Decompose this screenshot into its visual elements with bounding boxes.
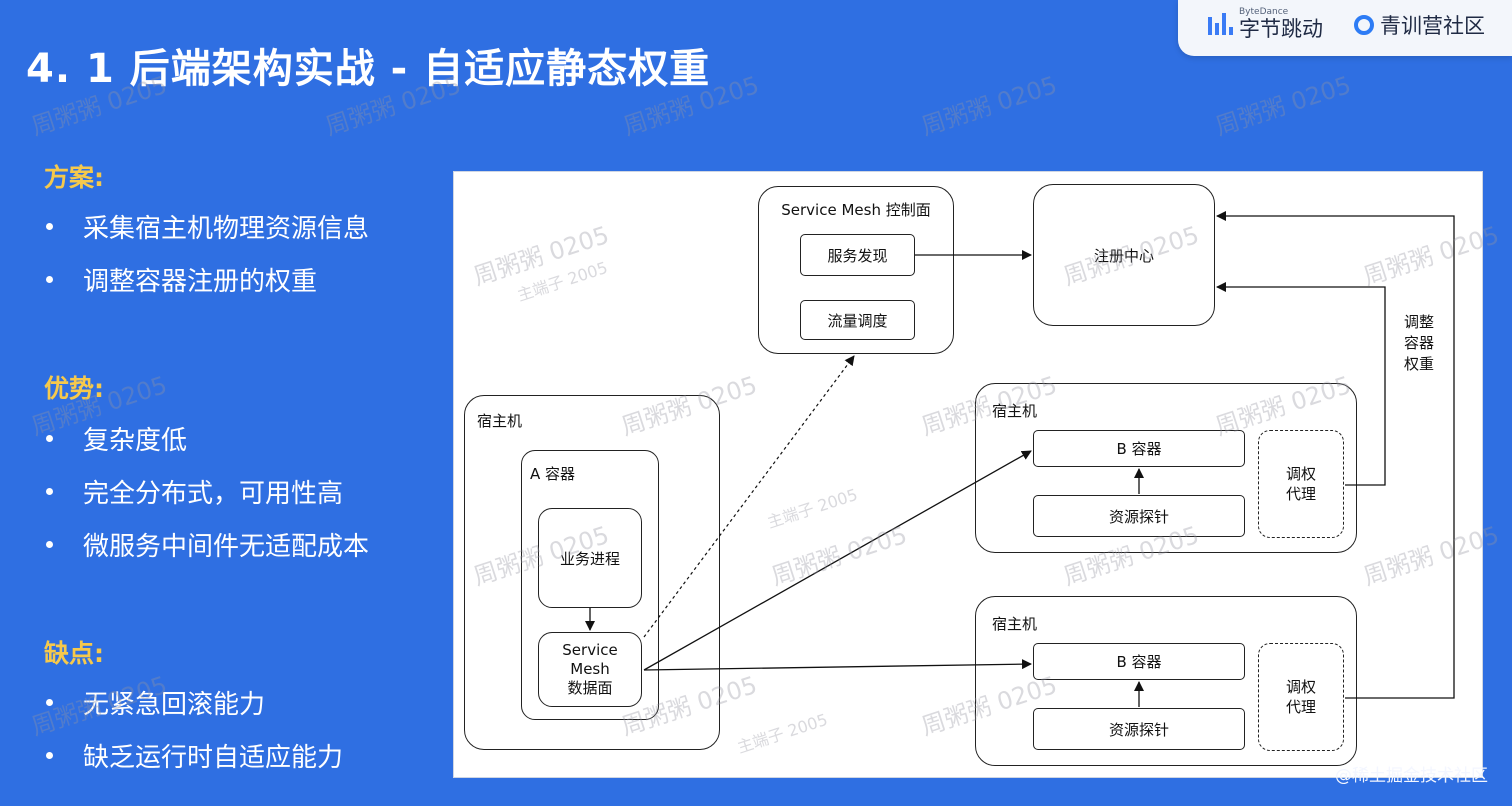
bullet-icon	[46, 699, 53, 706]
bullet-icon	[46, 488, 53, 495]
cons-item: 无紧急回滚能力	[44, 684, 265, 721]
bytedance-bars-icon	[1208, 13, 1233, 35]
pros-item: 复杂度低	[44, 420, 187, 457]
section-plan-label: 方案:	[44, 163, 104, 192]
bytedance-logo: ByteDance 字节跳动	[1208, 8, 1323, 40]
bullet-icon	[46, 541, 53, 548]
host-b1-label: 宿主机	[992, 402, 1038, 420]
data-plane-box: Service Mesh 数据面	[538, 632, 642, 707]
service-discovery-box: 服务发现	[800, 234, 915, 276]
container-a-label: A 容器	[530, 465, 576, 483]
host-b2-label: 宿主机	[992, 615, 1038, 633]
container-b2-box: B 容器	[1033, 643, 1245, 680]
control-plane-label: Service Mesh 控制面	[781, 201, 931, 219]
resource-probe-b2-box: 资源探针	[1033, 708, 1245, 750]
business-process-box: 业务进程	[538, 508, 642, 608]
pros-item: 完全分布式，可用性高	[44, 473, 343, 510]
logo-panel: ByteDance 字节跳动 青训营社区	[1178, 0, 1512, 56]
juejin-watermark: @稀土掘金技术社区	[1335, 766, 1488, 786]
bullet-icon	[46, 223, 53, 230]
pros-item: 微服务中间件无适配成本	[44, 526, 369, 563]
bullet-icon	[46, 435, 53, 442]
host-a-label: 宿主机	[477, 412, 523, 430]
bytedance-name: 字节跳动	[1239, 17, 1323, 41]
bytedance-small-text: ByteDance	[1239, 7, 1289, 17]
community-name: 青训营社区	[1380, 14, 1485, 38]
weight-proxy-b1-box: 调权 代理	[1258, 430, 1344, 538]
watermark: 周粥粥 0205	[1211, 70, 1355, 141]
adjust-weight-label: 调整 容器 权重	[1404, 310, 1435, 377]
plan-item: 采集宿主机物理资源信息	[44, 208, 369, 245]
ring-icon	[1354, 15, 1374, 35]
cons-item: 缺乏运行时自适应能力	[44, 737, 343, 774]
resource-probe-b1-box: 资源探针	[1033, 495, 1245, 537]
bullet-icon	[46, 276, 53, 283]
container-b1-box: B 容器	[1033, 430, 1245, 467]
bullet-icon	[46, 752, 53, 759]
section-cons-label: 缺点:	[44, 639, 104, 668]
plan-item: 调整容器注册的权重	[44, 261, 317, 298]
architecture-diagram: Service Mesh 控制面 服务发现 流量调度 注册中心 调整 容器 权重…	[453, 171, 1483, 778]
weight-proxy-b2-box: 调权 代理	[1258, 643, 1344, 751]
watermark: 周粥粥 0205	[917, 70, 1061, 141]
slide-title: 4. 1 后端架构实战 - 自适应静态权重	[26, 46, 711, 92]
section-pros-label: 优势:	[44, 374, 104, 403]
registry-box: 注册中心	[1033, 184, 1215, 326]
traffic-scheduling-box: 流量调度	[800, 300, 915, 340]
community-logo: 青训营社区	[1354, 10, 1485, 40]
